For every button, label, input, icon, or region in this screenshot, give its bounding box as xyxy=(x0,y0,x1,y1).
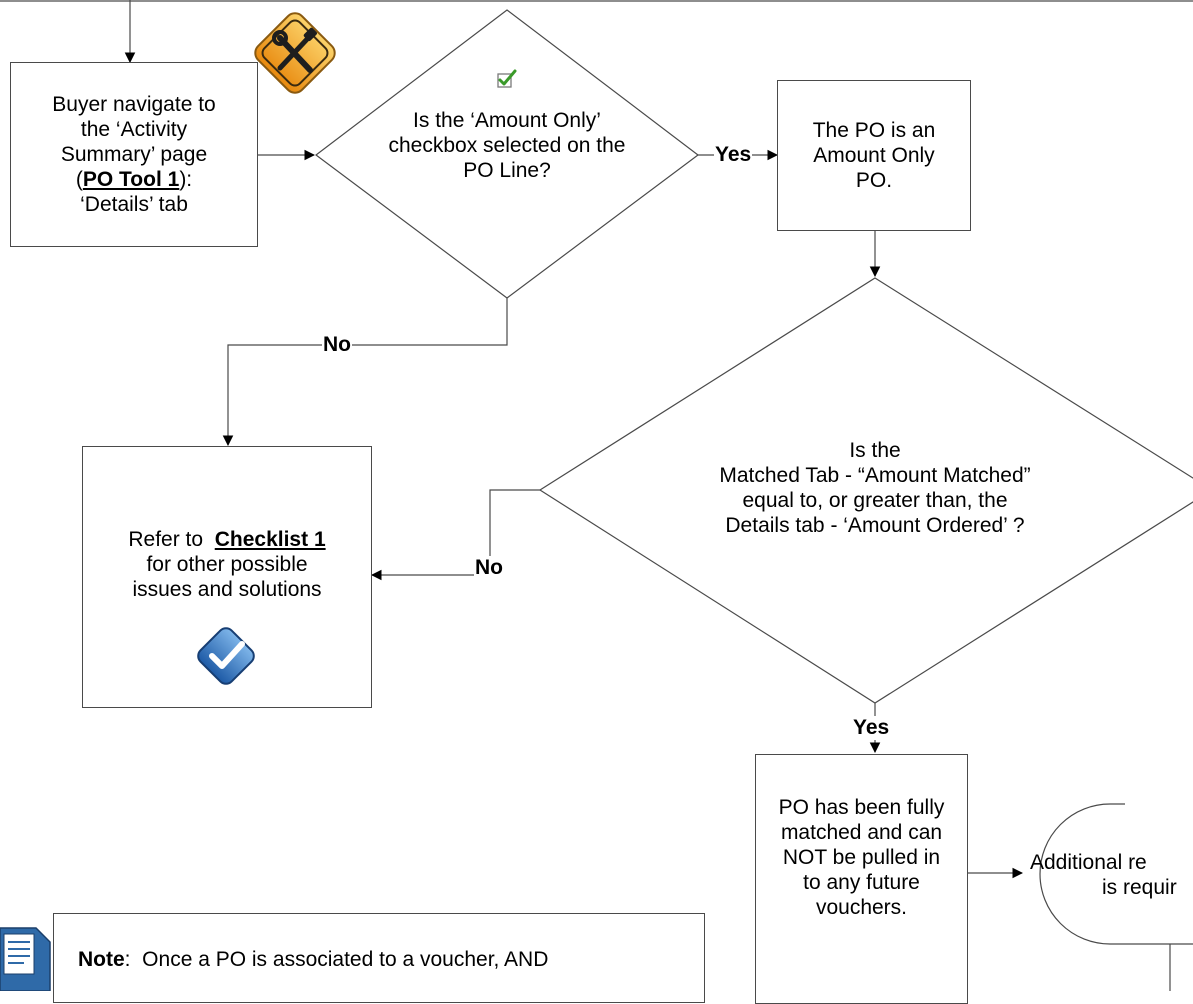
start-line-3: Summary’ page xyxy=(60,143,208,166)
matched-line-5: vouchers. xyxy=(815,896,908,919)
decision2-line-2: Matched Tab - “Amount Matched” xyxy=(719,463,1031,487)
edge-label-no-1: No xyxy=(322,333,352,357)
edge-no-2 xyxy=(370,489,540,581)
terminal-line-2: is requir xyxy=(1102,876,1177,899)
note-label: Note xyxy=(78,948,125,971)
start-process-box: Buyer navigate to the ‘Activity Summary’… xyxy=(10,62,258,247)
decision-matched-text: Is the Matched Tab - “Amount Matched” eq… xyxy=(650,425,1100,550)
edge-label-yes-1: Yes xyxy=(714,143,753,167)
amount-only-line-1: The PO is an xyxy=(812,119,936,142)
checklist-line-3: issues and solutions xyxy=(132,578,322,601)
paren-open: ( xyxy=(75,168,83,191)
decision1-line-2: checkbox selected on the xyxy=(388,133,626,157)
edge-label-no-2: No xyxy=(474,556,504,580)
matched-line-2: matched and can xyxy=(780,821,943,844)
start-line-5: ‘Details’ tab xyxy=(80,193,188,216)
start-line-2: the ‘Activity xyxy=(80,118,188,141)
matched-line-4: to any future xyxy=(803,871,920,894)
paren-close: ): xyxy=(179,168,193,191)
amount-only-line-2: Amount Only xyxy=(813,144,935,167)
checklist-box: Refer to Checklist 1 for other possible … xyxy=(82,446,372,708)
edge-no-1 xyxy=(222,298,508,447)
tools-warning-icon xyxy=(254,12,336,94)
decision-matched-shape xyxy=(538,277,1193,704)
terminal-line-1: Additional re xyxy=(1030,851,1147,874)
note-text: : Once a PO is associated to a voucher, … xyxy=(124,948,549,971)
start-line-1: Buyer navigate to xyxy=(52,93,216,116)
matched-line-3: NOT be pulled in xyxy=(782,846,941,869)
amount-only-po-box: The PO is an Amount Only PO. xyxy=(777,80,971,231)
checkmark-icon xyxy=(497,69,517,88)
amount-only-line-3: PO. xyxy=(855,169,893,192)
checklist-1-link[interactable]: Checklist 1 xyxy=(214,528,326,551)
po-tool-1-link[interactable]: PO Tool 1 xyxy=(82,168,180,191)
fully-matched-box: PO has been fully matched and can NOT be… xyxy=(755,754,968,1004)
decision2-line-4: Details tab - ‘Amount Ordered’ ? xyxy=(725,513,1025,537)
note-box: Note: Once a PO is associated to a vouch… xyxy=(53,913,705,1003)
decision1-line-3: PO Line? xyxy=(463,158,551,182)
start-line-4: (PO Tool 1): xyxy=(76,167,192,192)
decision-amount-only-shape xyxy=(315,9,699,299)
checkmark-badge-icon xyxy=(197,627,255,685)
decision2-line-1: Is the xyxy=(849,438,901,462)
matched-line-1: PO has been fully xyxy=(778,796,945,819)
note-document-icon xyxy=(0,927,51,991)
checklist-line-1: Refer to Checklist 1 xyxy=(128,527,325,552)
terminal-text: Additional re is requir xyxy=(1030,845,1193,905)
decision-amount-only-text: Is the ‘Amount Only’ checkbox selected o… xyxy=(352,105,662,185)
checklist-line-2: for other possible xyxy=(146,553,308,576)
edge-label-yes-2: Yes xyxy=(852,716,891,740)
checklist-prefix: Refer to xyxy=(128,528,215,551)
terminal-shape xyxy=(1039,803,1193,945)
decision1-line-1: Is the ‘Amount Only’ xyxy=(413,108,601,132)
decision2-line-3: equal to, or greater than, the xyxy=(742,488,1008,512)
